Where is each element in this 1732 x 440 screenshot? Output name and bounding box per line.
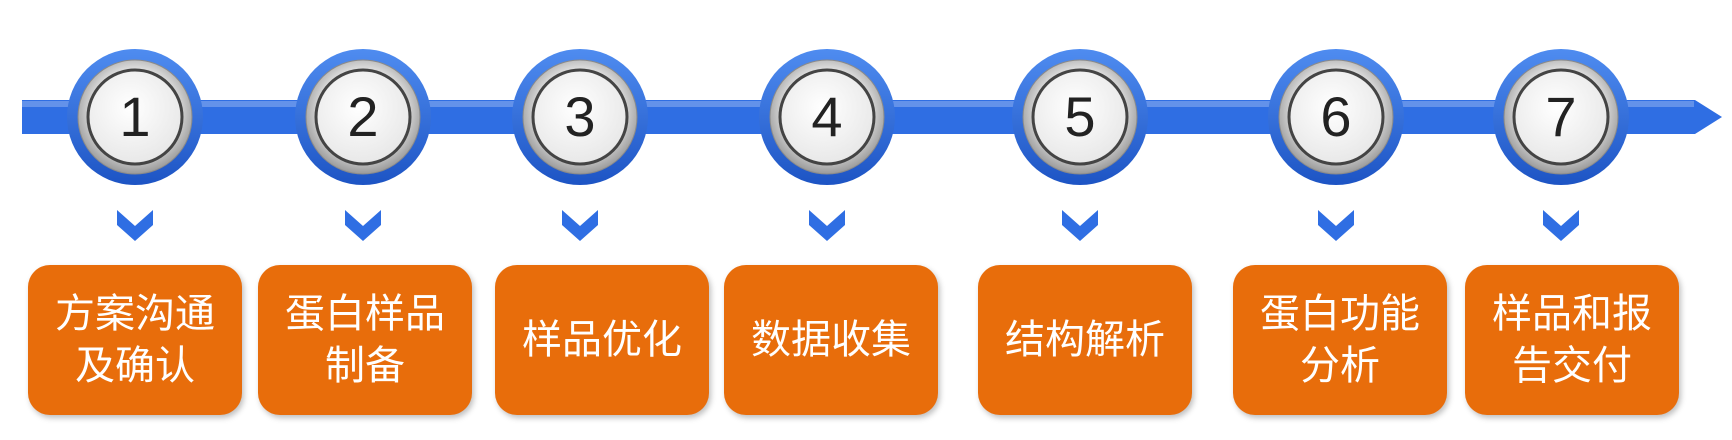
step-2-chevron-icon (345, 210, 381, 241)
step-3-box: 样品优化 (495, 265, 709, 415)
step-3-label-line-1: 样品优化 (522, 317, 682, 363)
step-6-number: 6 (1320, 85, 1351, 148)
step-1-label-line-1: 方案沟通 (55, 291, 215, 337)
step-7-label-line-1: 样品和报 (1492, 291, 1652, 337)
step-2-badge: 2 (295, 49, 431, 185)
step-4-chevron-icon (809, 210, 845, 241)
step-5-badge-face (1031, 68, 1129, 166)
step-1-badge-face (86, 68, 184, 166)
step-2-badge-face (314, 68, 412, 166)
step-5-number: 5 (1064, 85, 1095, 148)
step-7-label-line-2: 告交付 (1512, 343, 1632, 389)
step-5-label-line-1: 结构解析 (1005, 317, 1165, 363)
step-1-badge: 1 (67, 49, 203, 185)
step-2-number: 2 (347, 85, 378, 148)
step-3-chevron-icon (562, 210, 598, 241)
step-5-chevron-icon (1062, 210, 1098, 241)
step-7-number: 7 (1545, 85, 1576, 148)
step-2-label-line-2: 制备 (325, 343, 405, 389)
step-7-chevron-icon (1543, 210, 1579, 241)
step-2-label-line-1: 蛋白样品 (285, 291, 445, 337)
step-1-chevron-icon (117, 210, 153, 241)
step-5-box: 结构解析 (978, 265, 1192, 415)
step-7-badge: 7 (1493, 49, 1629, 185)
step-6-label-line-1: 蛋白功能 (1260, 291, 1420, 337)
step-4-badge: 4 (759, 49, 895, 185)
step-4-label-line-1: 数据收集 (751, 317, 911, 363)
step-1-label-line-2: 及确认 (75, 343, 195, 389)
step-6-chevron-icon (1318, 210, 1354, 241)
step-3-number: 3 (564, 85, 595, 148)
step-4-number: 4 (811, 85, 842, 148)
step-5-badge: 5 (1012, 49, 1148, 185)
step-7-box: 样品和报告交付 (1465, 265, 1679, 415)
step-4-box: 数据收集 (724, 265, 938, 415)
step-7-badge-face (1512, 68, 1610, 166)
step-6-box: 蛋白功能分析 (1233, 265, 1447, 415)
step-6-badge: 6 (1268, 49, 1404, 185)
step-3-badge-face (531, 68, 629, 166)
step-1-number: 1 (119, 85, 150, 148)
step-6-label-line-2: 分析 (1300, 343, 1380, 389)
step-2-box: 蛋白样品制备 (258, 265, 472, 415)
step-1-box: 方案沟通及确认 (28, 265, 242, 415)
step-3-badge: 3 (512, 49, 648, 185)
step-4-badge-face (778, 68, 876, 166)
step-6-badge-face (1287, 68, 1385, 166)
